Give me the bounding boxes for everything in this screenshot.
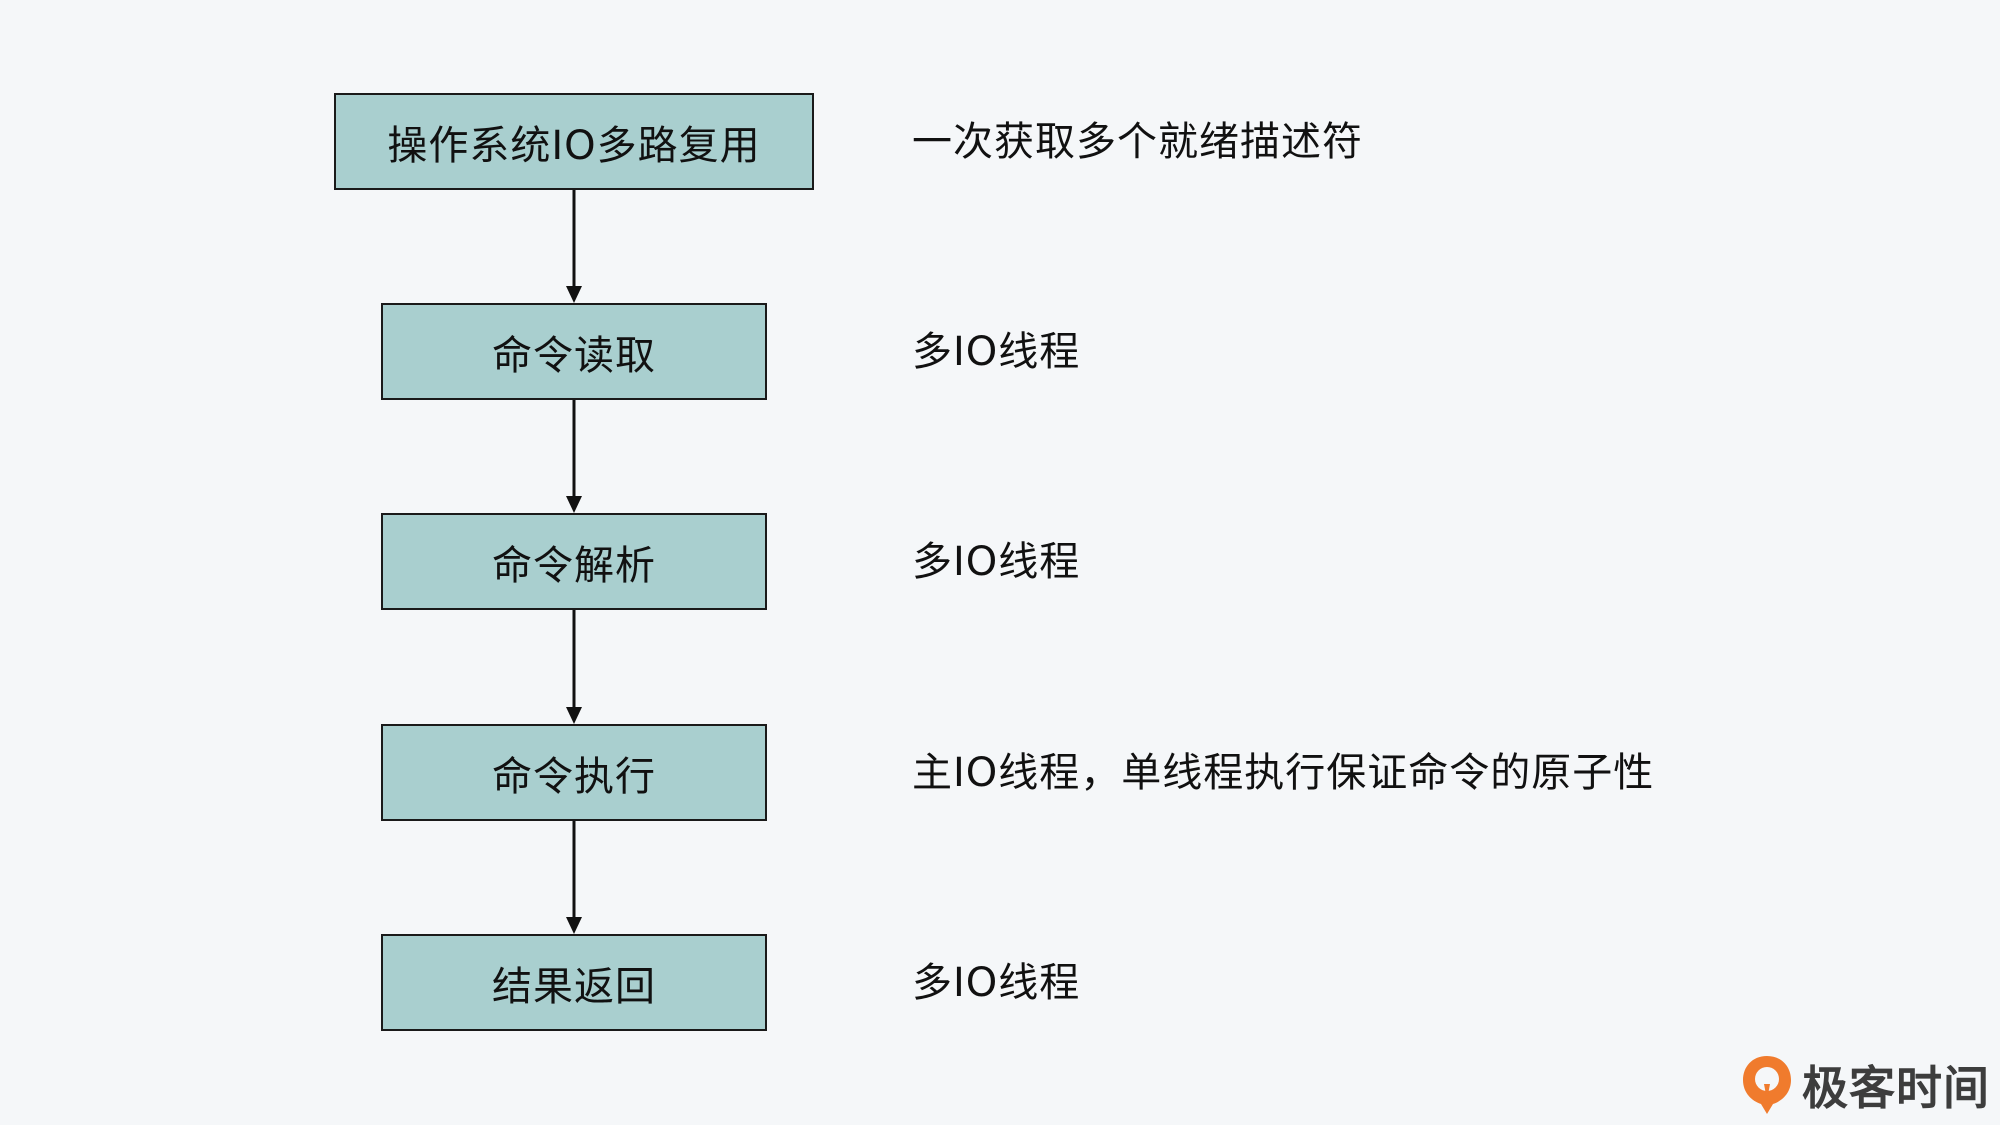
- step-box-os-io-multiplexing: 操作系统IO多路复用: [334, 93, 814, 190]
- arrow-3: [566, 610, 582, 724]
- note-command-read: 多IO线程: [912, 329, 1081, 375]
- arrow-2: [566, 400, 582, 513]
- note-command-execute: 主IO线程，单线程执行保证命令的原子性: [912, 750, 1655, 796]
- note-command-parse: 多IO线程: [912, 539, 1081, 585]
- step-box-result-return: 结果返回: [381, 934, 767, 1031]
- note-os-io-multiplexing: 一次获取多个就绪描述符: [912, 119, 1363, 165]
- arrow-1: [566, 190, 582, 303]
- step-box-command-parse: 命令解析: [381, 513, 767, 610]
- step-box-command-read: 命令读取: [381, 303, 767, 400]
- arrow-4: [566, 821, 582, 934]
- geektime-logo-icon: [1743, 1056, 1791, 1114]
- logo-text: 极客时间: [1802, 1061, 1990, 1115]
- geektime-logo: 极客时间: [1740, 1052, 1990, 1118]
- note-result-return: 多IO线程: [912, 960, 1081, 1006]
- step-box-command-execute: 命令执行: [381, 724, 767, 821]
